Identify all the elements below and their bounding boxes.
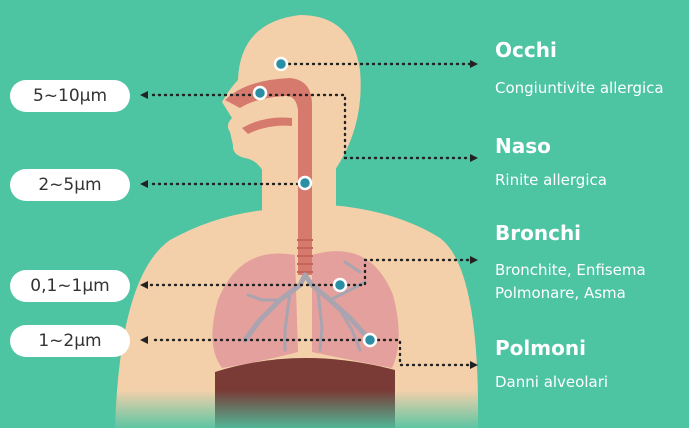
- marker-eyes: [275, 58, 287, 70]
- organ-title-bronchi: Bronchi: [495, 221, 581, 245]
- organ-title-lungs: Polmoni: [495, 336, 586, 360]
- marker-nose: [254, 87, 266, 99]
- arrow-right-icon: [470, 256, 478, 264]
- arrow-right-icon: [470, 60, 478, 68]
- organ-condition-lungs: Danni alveolari: [495, 372, 608, 392]
- arrow-left-icon: [140, 180, 148, 188]
- organ-title-nose: Naso: [495, 134, 551, 158]
- organ-condition-bronchi: Bronchite, Enfisema: [495, 260, 646, 280]
- arrow-right-icon: [470, 154, 478, 162]
- organ-condition-nose: Rinite allergica: [495, 170, 607, 190]
- particle-size-pill: 0,1~1µm: [10, 270, 130, 302]
- marker-bronchi: [334, 279, 346, 291]
- particle-size-pill: 2~5µm: [10, 169, 130, 201]
- organ-condition-eyes: Congiuntivite allergica: [495, 78, 664, 98]
- organ-condition-bronchi: Polmonare, Asma: [495, 283, 626, 303]
- arrow-left-icon: [140, 91, 148, 99]
- marker-trachea: [299, 177, 311, 189]
- bottom-fade: [100, 390, 500, 428]
- marker-lungs: [364, 334, 376, 346]
- particle-size-pill: 1~2µm: [10, 325, 130, 357]
- particle-size-pill: 5~10µm: [10, 80, 130, 112]
- organ-title-eyes: Occhi: [495, 38, 557, 62]
